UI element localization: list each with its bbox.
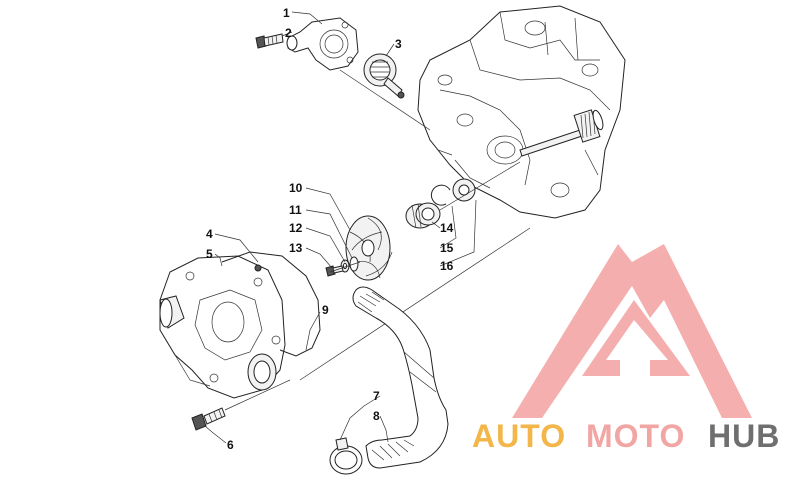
logo-triangle-outer bbox=[512, 244, 752, 418]
thermostat-housing bbox=[286, 17, 359, 71]
watermark-word-moto: MOTO bbox=[586, 418, 685, 454]
part-labels: 1 2 3 4 5 6 7 8 9 10 11 12 13 14 15 16 bbox=[206, 6, 454, 452]
bolt-6 bbox=[191, 379, 291, 431]
coolant-hose bbox=[352, 286, 449, 469]
leader-lines bbox=[204, 11, 477, 444]
circlip bbox=[430, 184, 451, 206]
watermark-word-hub: HUB bbox=[708, 418, 780, 454]
label-part-16: 16 bbox=[440, 259, 454, 273]
pump-shaft bbox=[519, 109, 604, 157]
watermark-wordmark: AUTO MOTO HUB bbox=[472, 418, 780, 454]
label-part-4: 4 bbox=[206, 227, 213, 241]
label-part-15: 15 bbox=[440, 241, 454, 255]
label-part-10: 10 bbox=[289, 181, 303, 195]
label-part-14: 14 bbox=[440, 221, 454, 235]
pump-cover bbox=[159, 255, 286, 399]
label-part-5: 5 bbox=[206, 247, 213, 261]
bolt-13 bbox=[325, 265, 344, 277]
hose-clamp bbox=[329, 437, 363, 475]
assembly-line-lower bbox=[299, 227, 531, 381]
watermark-logo bbox=[512, 244, 752, 418]
label-part-9: 9 bbox=[322, 303, 329, 317]
watermark-word-auto: AUTO bbox=[472, 418, 566, 454]
bolt-2 bbox=[255, 33, 284, 49]
mechanical-seal bbox=[405, 202, 441, 229]
engine-crankcase bbox=[417, 5, 626, 219]
thermostat bbox=[363, 53, 405, 99]
label-part-13: 13 bbox=[289, 241, 303, 255]
label-part-1: 1 bbox=[283, 6, 290, 20]
label-part-6: 6 bbox=[227, 438, 234, 452]
label-part-7: 7 bbox=[373, 389, 380, 403]
label-part-8: 8 bbox=[373, 409, 380, 423]
assembly-line-top bbox=[339, 69, 431, 131]
pump-gasket bbox=[221, 251, 321, 357]
logo-triangle-inner bbox=[582, 300, 690, 376]
assembly-line-middle bbox=[329, 161, 521, 273]
label-part-3: 3 bbox=[395, 37, 402, 51]
oil-seal bbox=[452, 178, 476, 202]
label-part-2: 2 bbox=[285, 26, 292, 40]
label-part-11: 11 bbox=[289, 203, 302, 217]
label-part-12: 12 bbox=[289, 221, 303, 235]
